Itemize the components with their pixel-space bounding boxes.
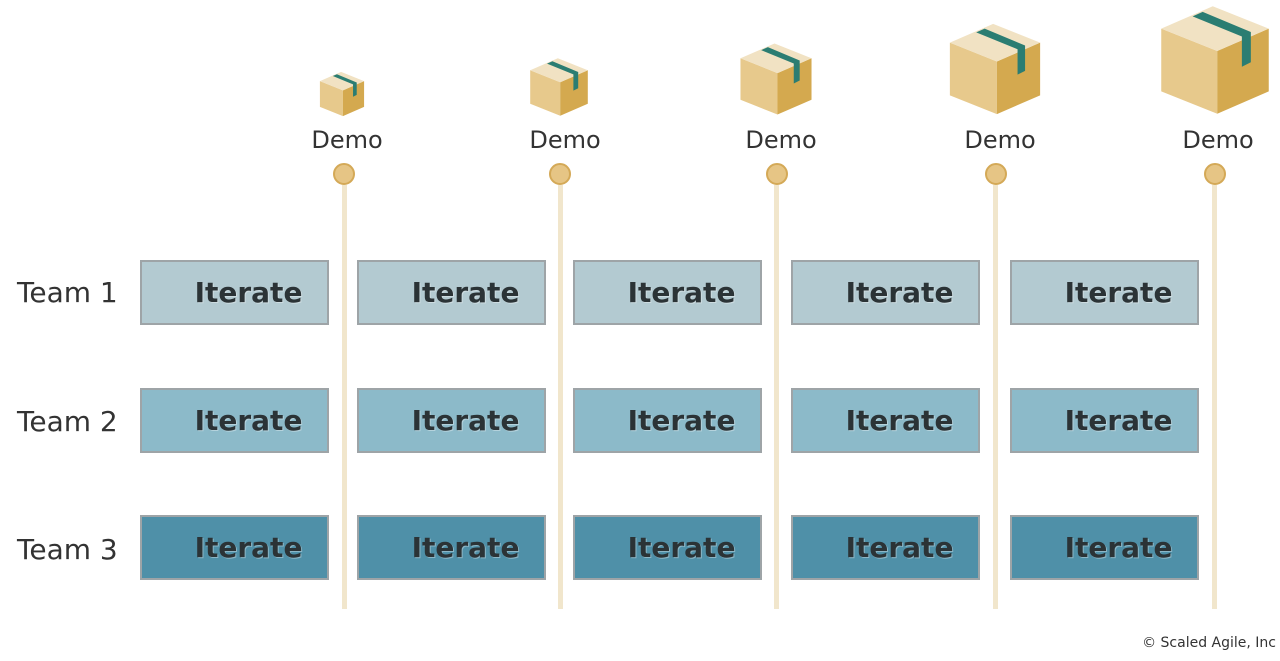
iteration-box: Iterate — [573, 388, 762, 453]
demo-label-1: Demo — [311, 126, 383, 154]
iteration-box: Iterate — [357, 260, 546, 325]
box-icon — [530, 58, 588, 116]
iteration-box: Iterate — [1010, 388, 1199, 453]
iteration-box: Iterate — [1010, 515, 1199, 580]
iteration-label: Iterate — [845, 276, 954, 309]
iteration-label: Iterate — [627, 276, 736, 309]
iteration-label: Iterate — [627, 404, 736, 437]
iteration-label: Iterate — [627, 531, 736, 564]
iteration-box: Iterate — [791, 515, 980, 580]
iteration-box: Iterate — [1010, 260, 1199, 325]
iteration-label: Iterate — [1064, 531, 1173, 564]
team-label-2: Team 2 — [17, 405, 118, 438]
milestone-dot-3 — [766, 163, 788, 185]
timeline-line-4 — [993, 185, 998, 609]
iteration-label: Iterate — [194, 276, 303, 309]
demo-label-3: Demo — [745, 126, 817, 154]
iteration-box: Iterate — [357, 388, 546, 453]
iteration-box: Iterate — [140, 515, 329, 580]
timeline-line-5 — [1212, 185, 1217, 609]
team-label-3: Team 3 — [17, 533, 118, 566]
team-label-1: Team 1 — [17, 276, 118, 309]
iteration-label: Iterate — [845, 404, 954, 437]
iteration-box: Iterate — [573, 260, 762, 325]
iteration-label: Iterate — [411, 276, 520, 309]
iteration-label: Iterate — [194, 404, 303, 437]
demo-label-5: Demo — [1182, 126, 1254, 154]
timeline-line-1 — [342, 185, 347, 609]
milestone-dot-5 — [1204, 163, 1226, 185]
timeline-line-3 — [774, 185, 779, 609]
iteration-label: Iterate — [411, 531, 520, 564]
box-icon — [949, 23, 1041, 115]
iteration-box: Iterate — [791, 388, 980, 453]
box-icon — [319, 71, 365, 117]
box-icon — [740, 43, 812, 115]
iteration-label: Iterate — [1064, 276, 1173, 309]
timeline-line-2 — [558, 185, 563, 609]
demo-label-2: Demo — [529, 126, 601, 154]
iteration-label: Iterate — [411, 404, 520, 437]
iteration-box: Iterate — [791, 260, 980, 325]
iteration-label: Iterate — [845, 531, 954, 564]
iteration-box: Iterate — [573, 515, 762, 580]
iteration-box: Iterate — [140, 260, 329, 325]
milestone-dot-4 — [985, 163, 1007, 185]
iteration-box: Iterate — [357, 515, 546, 580]
milestone-dot-2 — [549, 163, 571, 185]
iteration-box: Iterate — [140, 388, 329, 453]
iteration-label: Iterate — [1064, 404, 1173, 437]
box-icon — [1161, 6, 1269, 114]
milestone-dot-1 — [333, 163, 355, 185]
demo-label-4: Demo — [964, 126, 1036, 154]
iteration-label: Iterate — [194, 531, 303, 564]
copyright-text: © Scaled Agile, Inc — [1142, 635, 1276, 651]
